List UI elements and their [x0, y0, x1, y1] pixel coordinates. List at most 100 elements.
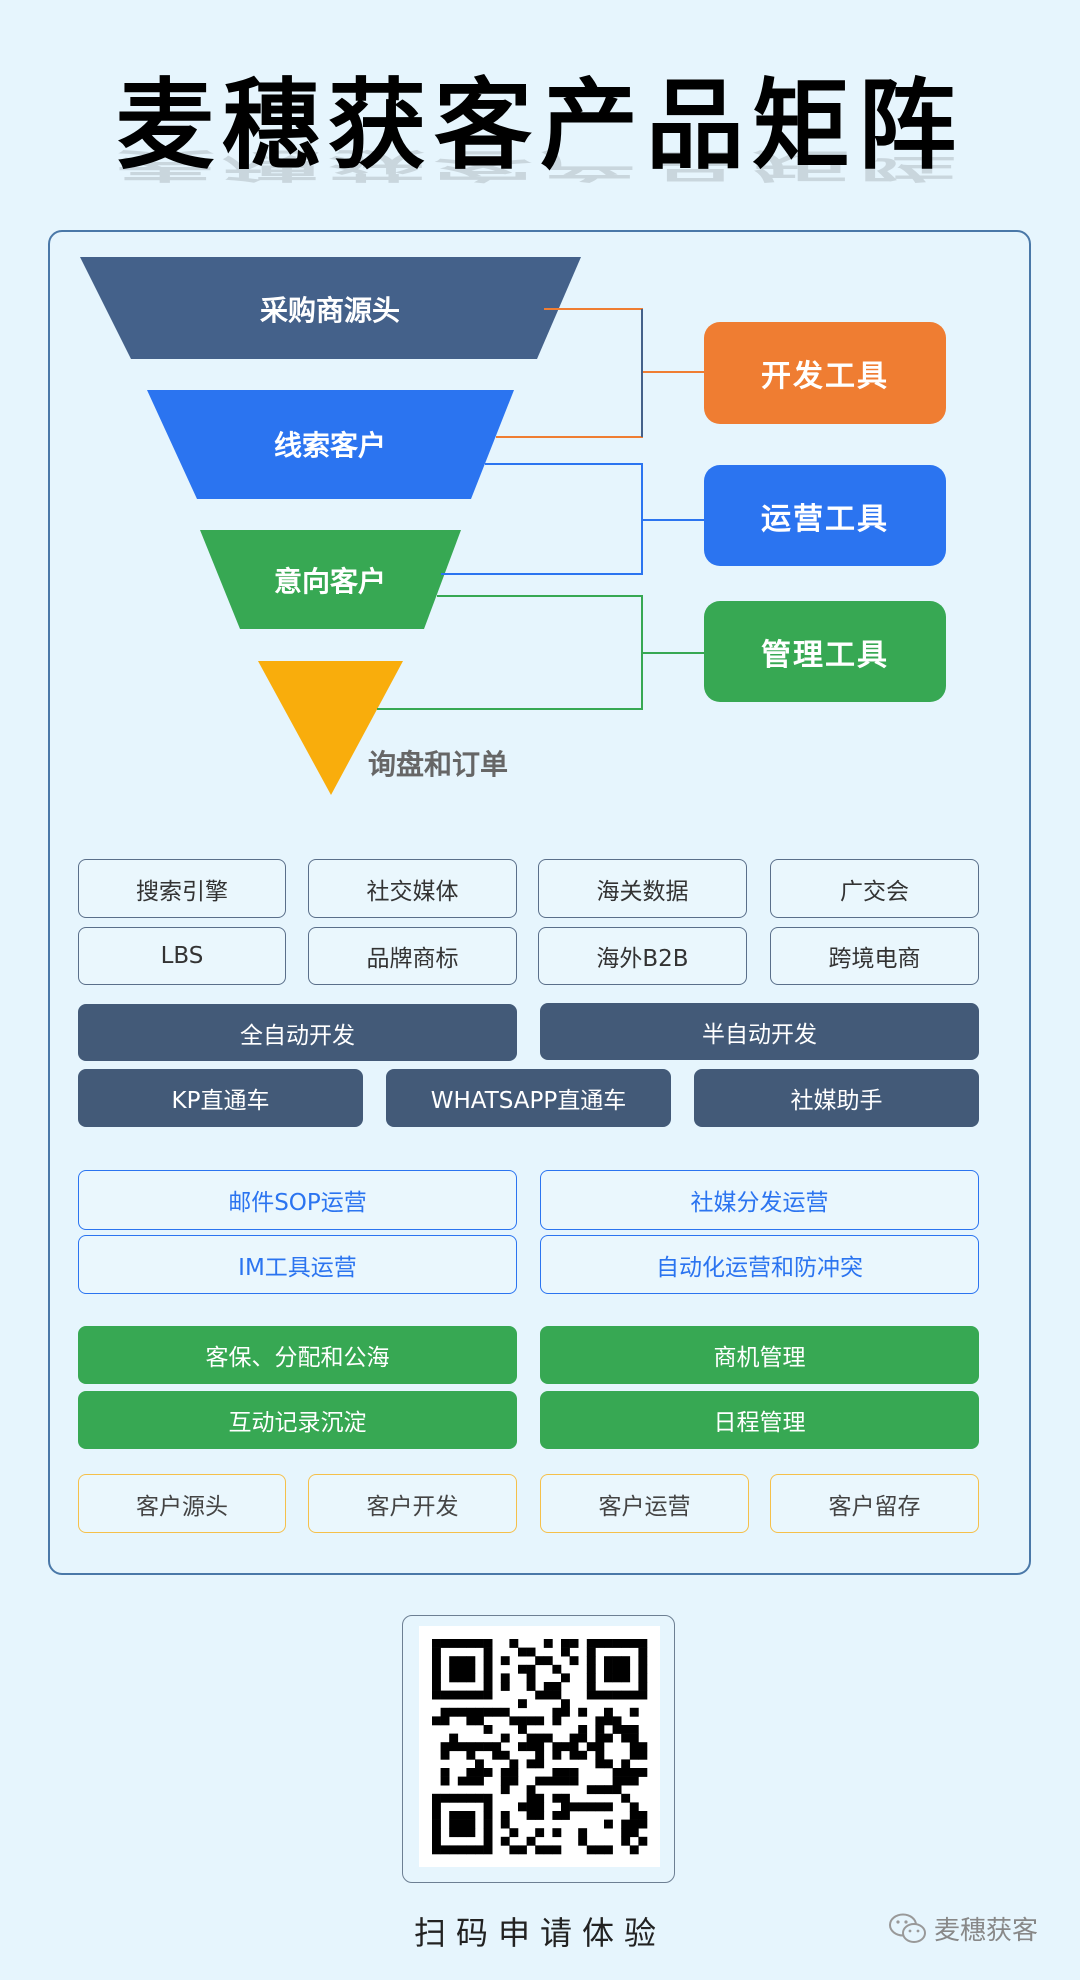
ops-tools-button[interactable]: 运营工具	[704, 465, 946, 566]
ops-item[interactable]: 自动化运营和防冲突	[540, 1235, 979, 1294]
source-item[interactable]: 跨境电商	[770, 927, 979, 985]
ops-item[interactable]: IM工具运营	[78, 1235, 517, 1294]
qr-module	[535, 1802, 545, 1812]
qr-module	[457, 1811, 467, 1820]
qr-module	[561, 1699, 570, 1709]
qr-module	[466, 1664, 476, 1674]
mgmt-item[interactable]: 日程管理	[540, 1391, 979, 1449]
qr-module	[475, 1793, 484, 1803]
qr-module	[475, 1768, 484, 1777]
qr-module	[526, 1733, 536, 1743]
qr-module	[432, 1811, 441, 1820]
mgmt-tools-button[interactable]: 管理工具	[704, 601, 946, 702]
matrix-panel	[48, 230, 1031, 1575]
qr-module	[432, 1845, 441, 1855]
qr-module	[569, 1776, 579, 1786]
ops-item[interactable]: 邮件SOP运营	[78, 1170, 517, 1230]
qr-module	[629, 1639, 639, 1648]
qr-module	[612, 1776, 622, 1786]
qr-module	[483, 1664, 493, 1674]
mgmt-item[interactable]: 商机管理	[540, 1326, 979, 1384]
qr-module	[638, 1673, 648, 1683]
qr-module	[526, 1811, 536, 1820]
qr-module	[466, 1673, 476, 1683]
qr-module	[595, 1742, 605, 1752]
qr-module	[629, 1733, 639, 1743]
qr-module	[440, 1639, 450, 1648]
qr-module	[552, 1707, 562, 1717]
qr-module	[483, 1682, 493, 1691]
source-item[interactable]: LBS	[78, 927, 286, 985]
qr-module	[449, 1664, 459, 1674]
qr-module	[466, 1793, 476, 1803]
qr-module	[526, 1785, 536, 1795]
funnel-label-4: 询盘和订单	[368, 748, 509, 781]
qr-module	[432, 1682, 441, 1691]
qr-code[interactable]	[419, 1626, 660, 1867]
source-item[interactable]: 海关数据	[538, 859, 747, 918]
dev-item[interactable]: 半自动开发	[540, 1003, 979, 1060]
qr-module	[466, 1639, 476, 1648]
qr-module	[483, 1656, 493, 1666]
qr-module	[432, 1656, 441, 1666]
stage-item: 客户开发	[308, 1474, 517, 1533]
qr-module	[621, 1828, 631, 1838]
mgmt-item[interactable]: 互动记录沉淀	[78, 1391, 517, 1449]
qr-module	[621, 1656, 631, 1666]
qr-module	[543, 1690, 553, 1700]
qr-module	[509, 1639, 519, 1648]
qr-module	[638, 1647, 648, 1657]
qr-module	[586, 1682, 596, 1691]
qr-module	[629, 1802, 639, 1812]
qr-module	[440, 1845, 450, 1855]
qr-module	[629, 1845, 639, 1855]
source-item[interactable]: 广交会	[770, 859, 979, 918]
source-item[interactable]: 海外B2B	[538, 927, 747, 985]
qr-module	[595, 1639, 605, 1648]
stage-item: 客户运营	[540, 1474, 749, 1533]
mgmt-item[interactable]: 客保、分配和公海	[78, 1326, 517, 1384]
source-item[interactable]: 品牌商标	[308, 927, 517, 985]
qr-module	[500, 1750, 510, 1760]
source-item[interactable]: 社交媒体	[308, 859, 517, 918]
qr-module	[440, 1707, 450, 1717]
qr-module	[475, 1742, 484, 1752]
qr-module	[449, 1733, 459, 1743]
qr-module	[561, 1811, 570, 1820]
dev-item[interactable]: WHATSAPP直通车	[386, 1069, 671, 1127]
qr-module	[586, 1639, 596, 1648]
qr-module	[440, 1768, 450, 1777]
qr-module	[518, 1802, 527, 1812]
qr-module	[483, 1725, 493, 1734]
qr-module	[621, 1836, 631, 1846]
dev-item[interactable]: 社媒助手	[694, 1069, 979, 1127]
dev-tools-button[interactable]: 开发工具	[704, 322, 946, 424]
qr-module	[449, 1639, 459, 1648]
qr-module	[578, 1750, 588, 1760]
qr-card	[402, 1615, 675, 1883]
qr-module	[449, 1656, 459, 1666]
qr-module	[526, 1836, 536, 1846]
qr-module	[604, 1639, 613, 1648]
funnel-label-1: 采购商源头	[259, 294, 400, 327]
qr-module	[449, 1828, 459, 1838]
qr-module	[535, 1776, 545, 1786]
dev-item[interactable]: KP直通车	[78, 1069, 363, 1127]
source-item[interactable]: 搜索引擎	[78, 859, 286, 918]
dev-item[interactable]: 全自动开发	[78, 1004, 517, 1061]
ops-item[interactable]: 社媒分发运营	[540, 1170, 979, 1230]
qr-module	[552, 1828, 562, 1838]
qr-module	[604, 1733, 613, 1743]
qr-module	[595, 1802, 605, 1812]
qr-module	[492, 1750, 502, 1760]
qr-module	[483, 1639, 493, 1648]
qr-module	[604, 1819, 613, 1829]
qr-module	[432, 1716, 441, 1726]
qr-module	[638, 1811, 648, 1820]
qr-module	[604, 1716, 613, 1726]
qr-module	[586, 1673, 596, 1683]
qr-module	[552, 1793, 562, 1803]
qr-module	[466, 1828, 476, 1838]
qr-module	[535, 1656, 545, 1666]
qr-module	[500, 1836, 510, 1846]
